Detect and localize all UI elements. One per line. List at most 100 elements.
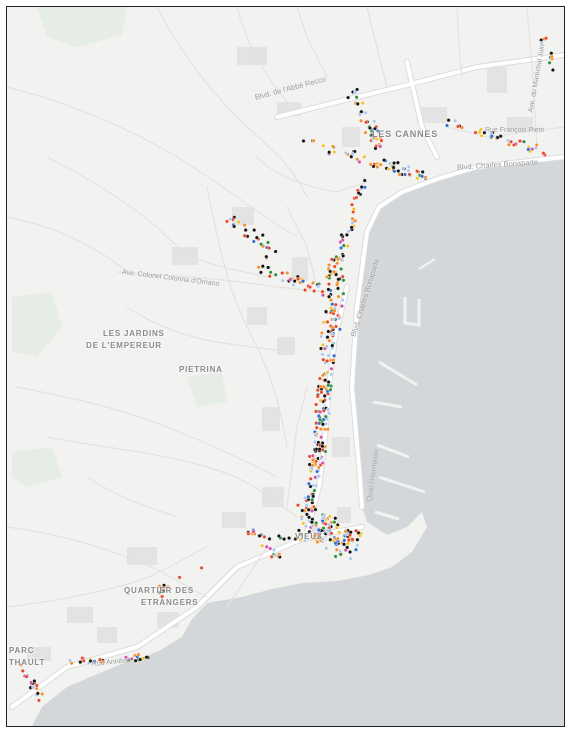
map-marker[interactable] [310, 508, 315, 513]
map-marker[interactable] [518, 139, 523, 144]
map-marker[interactable] [307, 454, 312, 459]
map-marker[interactable] [268, 546, 273, 551]
map-marker[interactable] [31, 685, 36, 690]
map-marker[interactable] [18, 663, 23, 668]
map-marker[interactable] [403, 172, 408, 177]
map-marker[interactable] [321, 417, 326, 422]
map-marker[interactable] [161, 583, 166, 588]
map-marker[interactable] [354, 95, 359, 100]
map-marker[interactable] [340, 237, 345, 242]
map-marker[interactable] [326, 407, 331, 412]
map-marker[interactable] [287, 536, 292, 541]
map-marker[interactable] [339, 257, 344, 262]
map-marker[interactable] [309, 466, 314, 471]
map-marker[interactable] [374, 136, 379, 141]
map-marker[interactable] [92, 659, 97, 664]
map-marker[interactable] [340, 304, 345, 309]
map-marker[interactable] [327, 522, 332, 527]
map-marker[interactable] [316, 474, 321, 479]
map-marker[interactable] [161, 588, 166, 593]
map-marker[interactable] [335, 536, 340, 541]
map-marker[interactable] [321, 342, 326, 347]
map-marker[interactable] [482, 130, 487, 135]
map-marker[interactable] [311, 280, 316, 285]
map-marker[interactable] [321, 408, 326, 413]
map-marker[interactable] [307, 515, 312, 520]
map-marker[interactable] [320, 289, 325, 294]
map-marker[interactable] [323, 414, 328, 419]
map-marker[interactable] [314, 520, 319, 525]
map-marker[interactable] [323, 522, 328, 527]
map-marker[interactable] [232, 224, 237, 229]
map-marker[interactable] [242, 233, 247, 238]
map-marker[interactable] [353, 218, 358, 223]
map-marker[interactable] [326, 329, 331, 334]
map-marker[interactable] [505, 138, 510, 143]
map-marker[interactable] [333, 302, 338, 307]
map-marker[interactable] [332, 308, 337, 313]
map-marker[interactable] [267, 536, 272, 541]
map-marker[interactable] [360, 101, 365, 106]
map-marker[interactable] [133, 658, 138, 663]
map-marker[interactable] [506, 142, 511, 147]
map-marker[interactable] [277, 552, 282, 557]
map-marker[interactable] [453, 118, 458, 123]
map-marker[interactable] [138, 657, 143, 662]
map-marker[interactable] [329, 257, 334, 262]
map-marker[interactable] [293, 537, 298, 542]
map-marker[interactable] [126, 658, 131, 663]
map-marker[interactable] [267, 246, 272, 251]
map-marker[interactable] [329, 298, 334, 303]
map-marker[interactable] [375, 164, 380, 169]
map-marker[interactable] [292, 279, 297, 284]
map-marker[interactable] [307, 462, 312, 467]
map-marker[interactable] [306, 481, 311, 486]
map-marker[interactable] [307, 529, 312, 534]
map-marker[interactable] [327, 514, 332, 519]
map-marker[interactable] [321, 293, 326, 298]
map-marker[interactable] [392, 169, 397, 174]
map-marker[interactable] [420, 169, 425, 174]
map-marker[interactable] [372, 119, 377, 124]
map-marker[interactable] [123, 655, 128, 660]
map-marker[interactable] [327, 263, 332, 268]
map-marker[interactable] [400, 166, 405, 171]
map-marker[interactable] [348, 550, 353, 555]
map-marker[interactable] [326, 383, 331, 388]
map-marker[interactable] [362, 178, 367, 183]
map-marker[interactable] [550, 68, 555, 73]
map-marker[interactable] [512, 142, 517, 147]
map-marker[interactable] [316, 527, 321, 532]
map-marker[interactable] [320, 447, 325, 452]
map-marker[interactable] [355, 87, 360, 92]
map-marker[interactable] [40, 692, 45, 697]
map-marker[interactable] [332, 149, 337, 154]
map-marker[interactable] [320, 352, 325, 357]
map-marker[interactable] [314, 421, 319, 426]
map-marker[interactable] [326, 353, 331, 358]
map-marker[interactable] [321, 516, 326, 521]
map-marker[interactable] [315, 388, 320, 393]
map-marker[interactable] [311, 494, 316, 499]
map-marker[interactable] [318, 417, 323, 422]
map-marker[interactable] [348, 530, 353, 535]
map-marker[interactable] [325, 319, 330, 324]
map-marker[interactable] [312, 289, 317, 294]
map-marker[interactable] [252, 228, 257, 233]
map-marker[interactable] [333, 554, 338, 559]
map-marker[interactable] [296, 528, 301, 533]
map-marker[interactable] [319, 334, 324, 339]
map-marker[interactable] [316, 414, 321, 419]
map-marker[interactable] [317, 447, 322, 452]
map-marker[interactable] [477, 130, 482, 135]
map-marker[interactable] [382, 158, 387, 163]
map-marker[interactable] [327, 338, 332, 343]
map-marker[interactable] [378, 144, 383, 149]
map-marker[interactable] [332, 264, 337, 269]
map-marker[interactable] [355, 537, 360, 542]
map-marker[interactable] [314, 402, 319, 407]
map-view[interactable]: LES CANNES LES JARDINS DE L'EMPEREUR PIE… [6, 6, 565, 727]
map-marker[interactable] [445, 123, 450, 128]
map-marker[interactable] [320, 373, 325, 378]
map-marker[interactable] [337, 327, 342, 332]
